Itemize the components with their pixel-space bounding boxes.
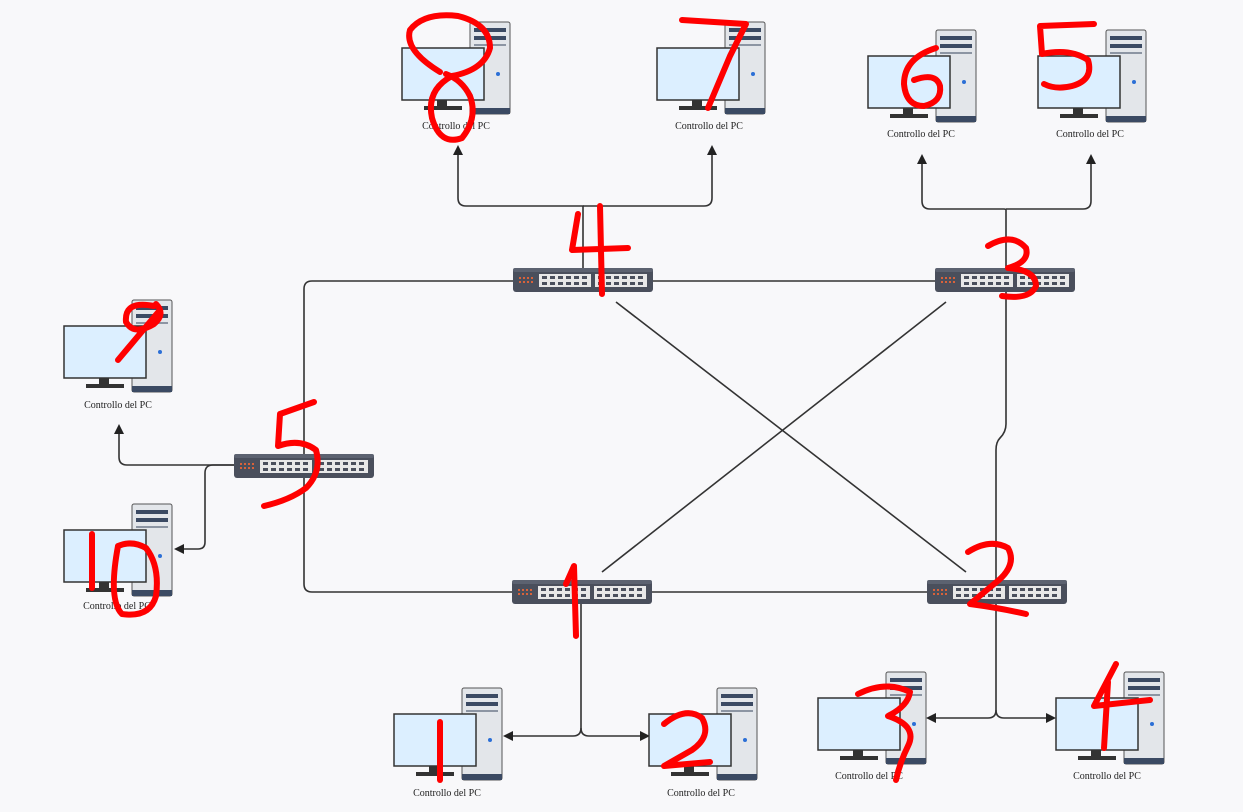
handwritten-number-pc-2: [661, 710, 713, 769]
pc-node-2[interactable]: Controllo del PC: [648, 687, 758, 799]
link-switch2-pc3: [926, 604, 997, 723]
links: [114, 145, 1096, 741]
link-switch4-switch2: [615, 301, 967, 573]
network-switch-icon[interactable]: [513, 268, 653, 292]
link-switch2-pc4: [995, 709, 1056, 723]
pc-label: Controllo del PC: [1056, 129, 1124, 140]
link-switch5-pc10: [174, 464, 236, 554]
handwritten-number-pc-4: [1091, 661, 1153, 751]
pc-node-6[interactable]: Controllo del PC: [867, 29, 977, 140]
handwritten-annotations: [89, 12, 1153, 783]
handwritten-number-pc-7: [679, 17, 749, 111]
handwritten-number-switch-4: [569, 203, 631, 297]
link-switch3-switch2: [995, 292, 1007, 580]
desktop-computer-icon: [1037, 29, 1147, 123]
pc-label: Controllo del PC: [667, 788, 735, 799]
handwritten-number-switch-3: [985, 236, 1039, 300]
handwritten-number-pc-5: [1037, 21, 1097, 91]
pc-label: Controllo del PC: [84, 400, 152, 411]
pc-node-9[interactable]: Controllo del PC: [63, 299, 173, 411]
handwritten-number-pc-9: [115, 301, 164, 363]
handwritten-number-pc-8: [406, 12, 493, 143]
pc-node-4[interactable]: Controllo del PC: [1055, 671, 1165, 782]
handwritten-number-switch-2: [965, 540, 1029, 617]
pc-label: Controllo del PC: [413, 788, 481, 799]
pc-node-5[interactable]: Controllo del PC: [1037, 29, 1147, 140]
desktop-computer-icon: [393, 687, 503, 781]
desktop-computer-icon: [401, 21, 511, 115]
handwritten-number-switch-5: [261, 399, 321, 509]
link-switch5-pc9: [114, 424, 236, 466]
link-switch4-switch1: [303, 280, 514, 593]
link-switch4-pc8: [453, 145, 584, 270]
handwritten-number-pc-6: [901, 45, 944, 109]
network-switch-icon[interactable]: [512, 580, 652, 604]
network-switch-icon[interactable]: [935, 268, 1075, 292]
link-switch1-pc2: [580, 727, 650, 741]
link-switch3-pc5: [1006, 154, 1096, 210]
handwritten-number-pc-3: [855, 683, 914, 783]
link-switch1-pc1: [503, 604, 582, 741]
link-switch4-pc7: [583, 145, 717, 207]
pc-node-8[interactable]: Controllo del PC: [401, 21, 511, 132]
pc-label: Controllo del PC: [422, 121, 490, 132]
pc-label: Controllo del PC: [1073, 771, 1141, 782]
pc-label: Controllo del PC: [835, 771, 903, 782]
pc-node-1[interactable]: Controllo del PC: [393, 687, 503, 799]
pc-node-3[interactable]: Controllo del PC: [817, 671, 927, 782]
pc-node-7[interactable]: Controllo del PC: [656, 21, 766, 132]
handwritten-number-pc-10: [89, 531, 160, 618]
pc-label: Controllo del PC: [887, 129, 955, 140]
link-switch3-pc6: [917, 154, 1007, 270]
handwritten-number-switch-1: [563, 563, 579, 639]
network-switch-icon[interactable]: [234, 454, 374, 478]
pc-label: Controllo del PC: [675, 121, 743, 132]
link-switch3-switch1: [601, 301, 947, 573]
